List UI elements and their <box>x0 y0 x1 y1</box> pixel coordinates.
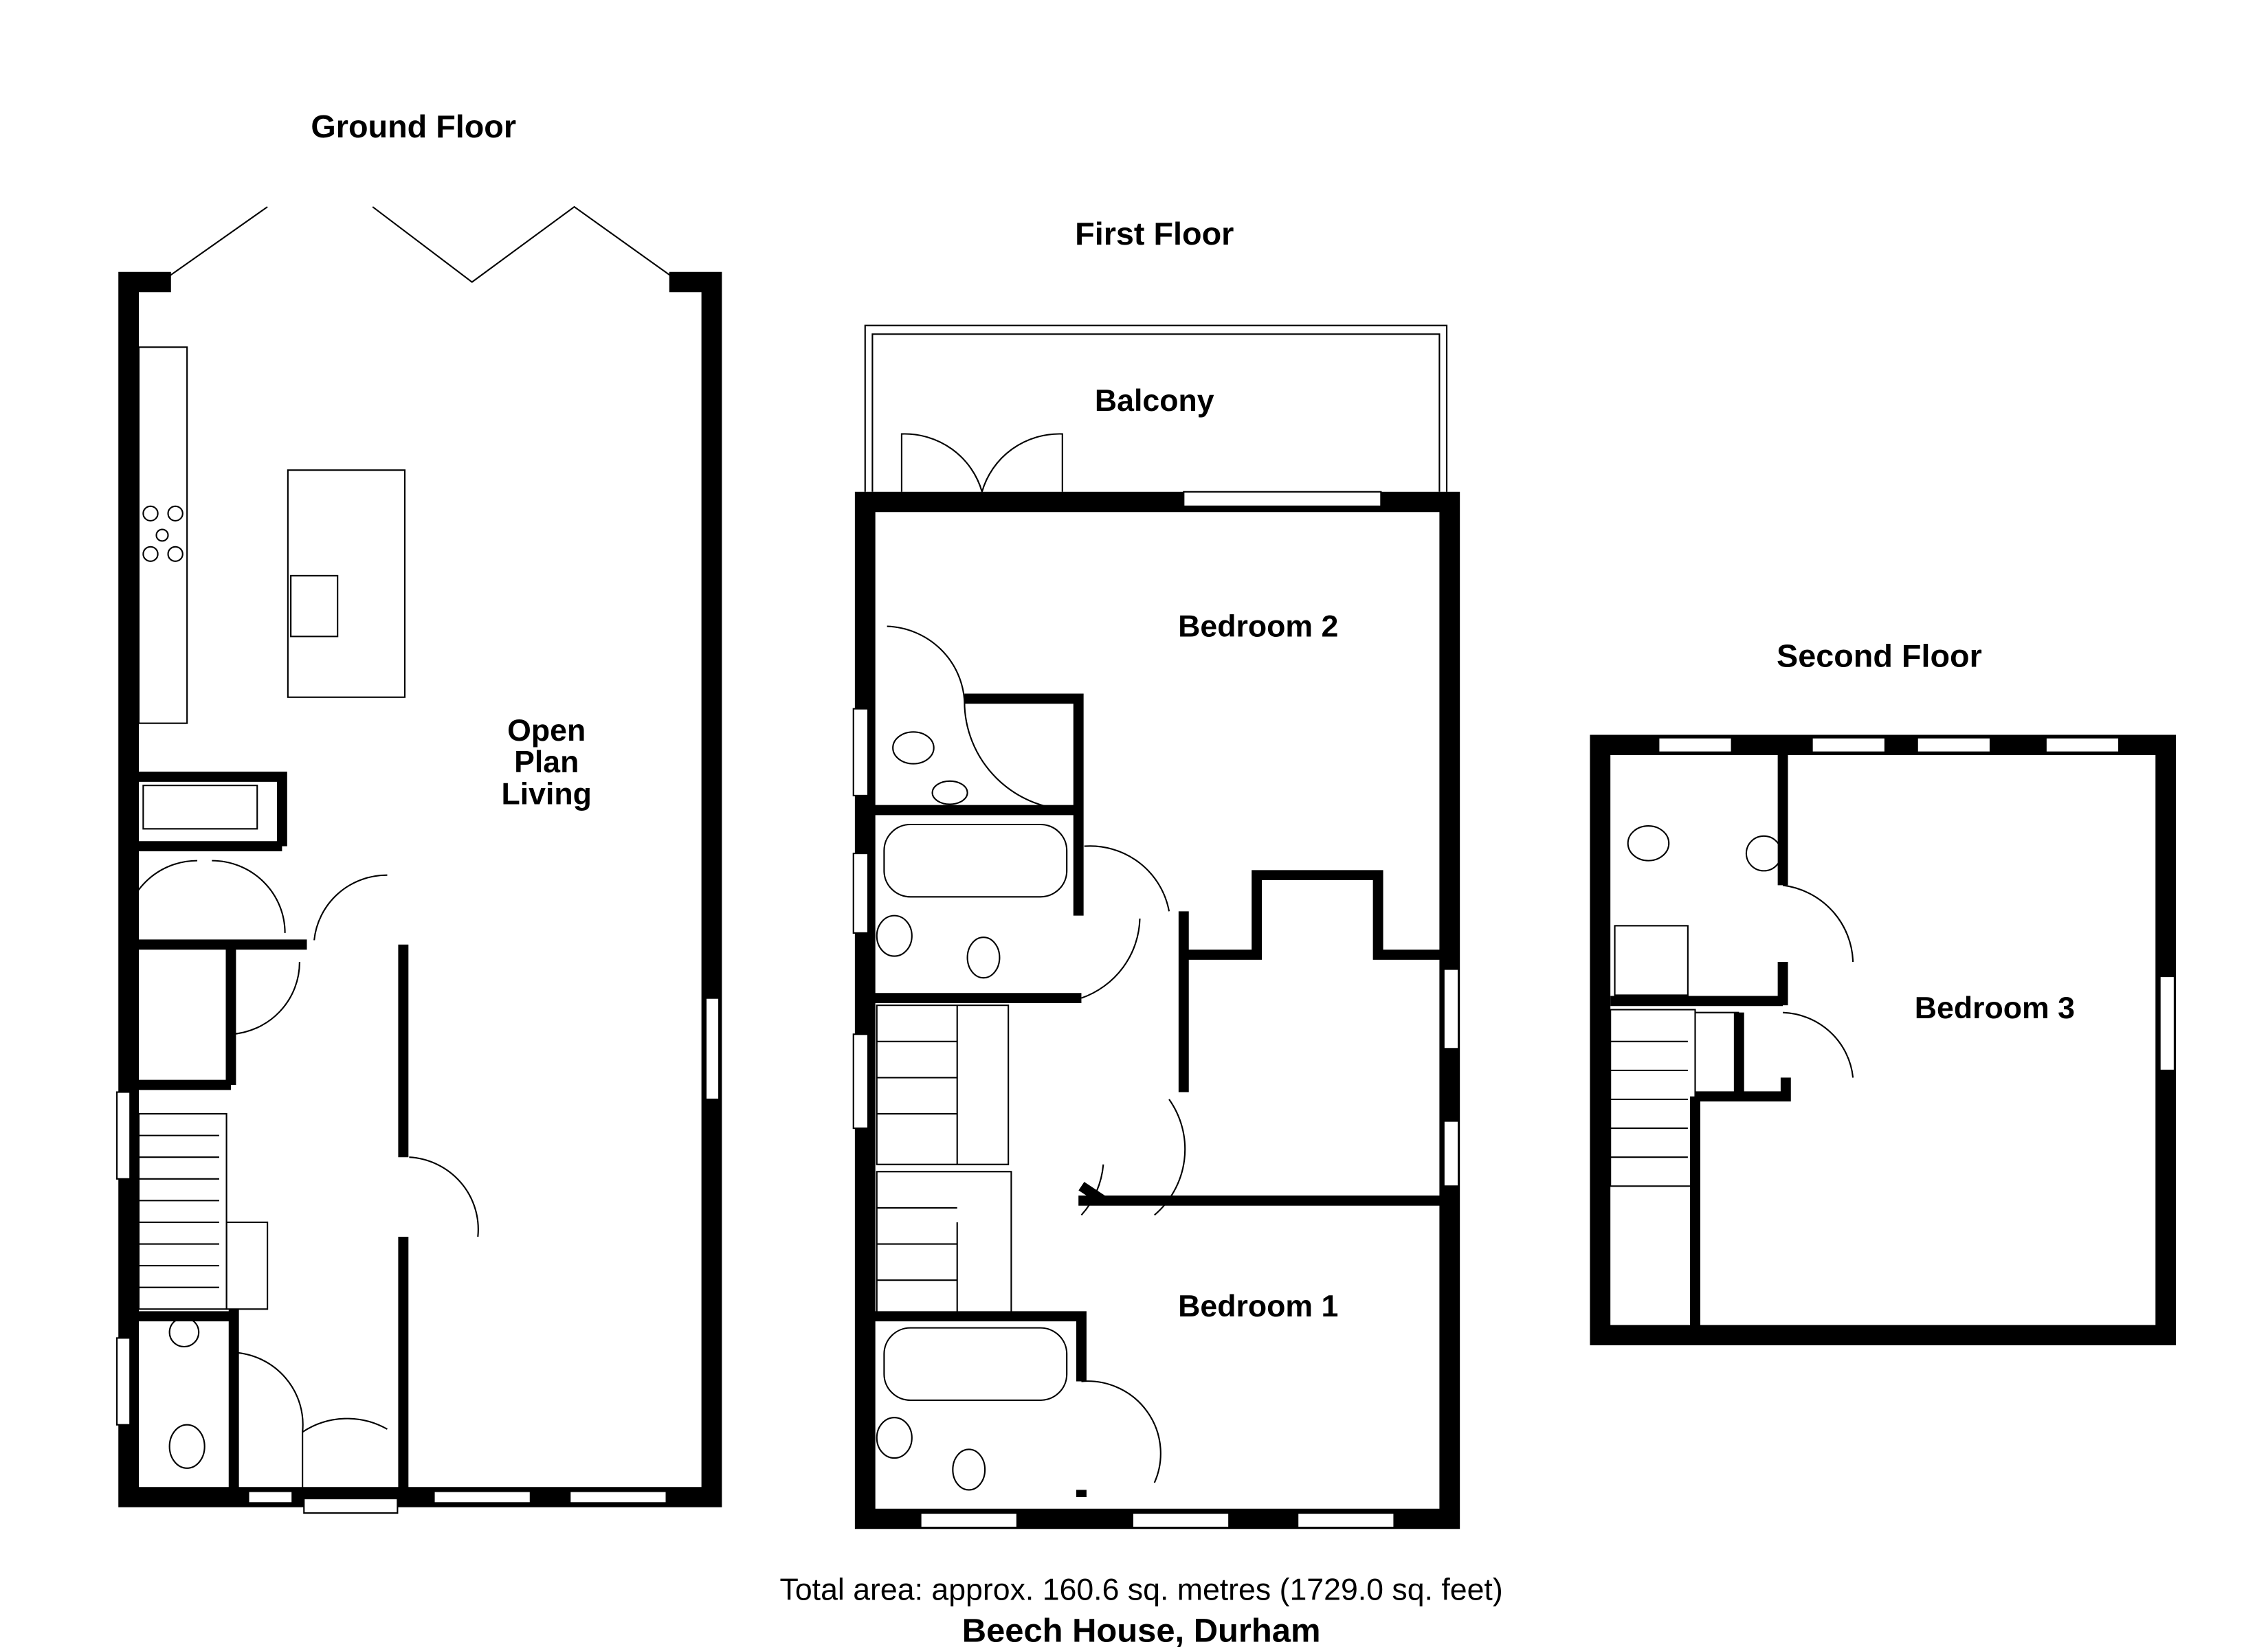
room-label-plan: Plan <box>514 745 579 779</box>
first-floor-title: First Floor <box>1075 216 1234 251</box>
total-area-caption: Total area: approx. 160.6 sq. metres (17… <box>780 1573 1503 1607</box>
toilet-icon <box>168 1424 205 1469</box>
property-name: Beech House, Durham <box>962 1613 1321 1649</box>
second-floor-title: Second Floor <box>1777 638 1982 674</box>
basin-icon <box>168 1316 200 1348</box>
sink-icon <box>290 574 339 638</box>
staircase <box>876 1005 1012 1314</box>
room-label-bedroom-2: Bedroom 2 <box>1178 610 1338 644</box>
room-label-living: Living <box>502 778 592 811</box>
room-label-open: Open <box>507 714 586 748</box>
first-floor-plan: First Floor Balcony Bedroom 2 Bedroom 1 <box>852 216 1460 1529</box>
room-label-bedroom-1: Bedroom 1 <box>1178 1290 1338 1323</box>
ground-floor-title: Ground Floor <box>311 109 516 144</box>
bath-icon <box>883 823 1068 898</box>
hob-icon <box>142 505 184 562</box>
utility-sink-icon <box>142 785 258 830</box>
room-label-bedroom-3: Bedroom 3 <box>1915 991 2075 1025</box>
bath-icon <box>883 1327 1068 1401</box>
second-floor-plan: Second Floor Bedroom 3 <box>1590 638 2177 1345</box>
staircase <box>137 1113 269 1310</box>
staircase <box>1610 1009 1739 1187</box>
room-label-balcony: Balcony <box>1095 384 1214 418</box>
ground-floor-plan: Ground Floor Open Plan Living <box>116 109 722 1514</box>
